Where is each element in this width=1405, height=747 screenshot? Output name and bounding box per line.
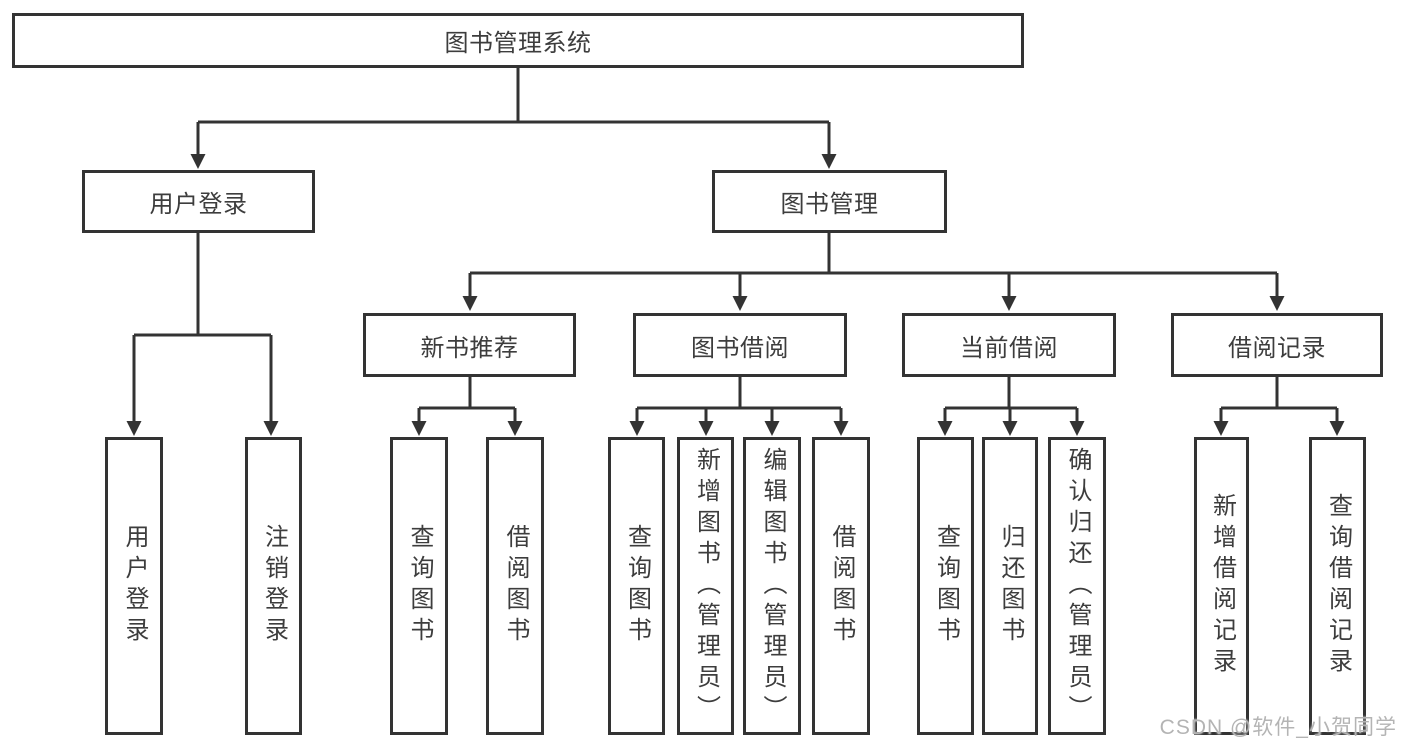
node-root: 图书管理系统 — [12, 13, 1024, 68]
leaf-query-book-borrow-label: 查询图书 — [623, 524, 651, 648]
leaf-borrow-book-label: 借阅图书 — [828, 524, 855, 648]
arrow-icon — [1069, 421, 1085, 436]
leaf-logout: 注销登录 — [245, 437, 302, 735]
node-book-borrow: 图书借阅 — [633, 313, 847, 377]
connector-new-book-rec — [417, 377, 517, 423]
node-borrow-record: 借阅记录 — [1171, 313, 1383, 377]
arrow-icon — [698, 421, 714, 436]
leaf-logout-label: 注销登录 — [260, 524, 288, 648]
arrow-icon — [462, 296, 478, 311]
node-user-login-label: 用户登录 — [149, 191, 248, 218]
arrow-icon — [833, 421, 849, 436]
leaf-query-borrow-record-label: 查询借阅记录 — [1324, 493, 1352, 679]
arrow-icon — [732, 296, 748, 311]
arrow-icon — [190, 154, 206, 169]
leaf-add-borrow-record: 新增借阅记录 — [1194, 437, 1249, 735]
leaf-add-book-admin-label: 新增图书（管理员） — [692, 446, 720, 726]
leaf-query-book-borrow: 查询图书 — [608, 437, 665, 735]
node-current-borrow: 当前借阅 — [902, 313, 1116, 377]
connector-book-mgmt — [468, 233, 1279, 298]
node-current-borrow-label: 当前借阅 — [960, 334, 1058, 362]
leaf-user-login: 用户登录 — [105, 437, 163, 735]
connector-borrow-record — [1219, 377, 1339, 423]
leaf-confirm-return-admin: 确认归还（管理员） — [1048, 437, 1106, 735]
leaf-return-book: 归还图书 — [982, 437, 1038, 735]
leaf-borrow-book-recommend: 借阅图书 — [486, 437, 544, 735]
leaf-user-login-label: 用户登录 — [121, 524, 148, 648]
arrow-icon — [1329, 421, 1345, 436]
arrow-icon — [1002, 421, 1018, 436]
leaf-query-book-current-label: 查询图书 — [932, 524, 960, 648]
arrowheads — [126, 154, 1345, 436]
leaf-borrow-book-recommend-label: 借阅图书 — [502, 524, 529, 648]
leaf-return-book-label: 归还图书 — [997, 524, 1024, 648]
leaf-edit-book-admin-label: 编辑图书（管理员） — [759, 446, 786, 726]
node-book-management-label: 图书管理 — [780, 191, 879, 218]
arrow-icon — [821, 154, 837, 169]
arrow-icon — [1001, 296, 1017, 311]
leaf-borrow-book: 借阅图书 — [812, 437, 870, 735]
connector-user-login — [132, 233, 273, 423]
arrow-icon — [507, 421, 523, 436]
leaf-edit-book-admin: 编辑图书（管理员） — [743, 437, 801, 735]
arrow-icon — [937, 421, 953, 436]
leaf-confirm-return-admin-label: 确认归还（管理员） — [1064, 446, 1091, 726]
node-book-borrow-label: 图书借阅 — [691, 334, 789, 362]
leaf-query-borrow-record: 查询借阅记录 — [1309, 437, 1366, 735]
arrow-icon — [263, 421, 279, 436]
leaf-query-book-current: 查询图书 — [917, 437, 974, 735]
node-new-book-recommend-label: 新书推荐 — [420, 334, 519, 362]
leaf-query-book-recommend: 查询图书 — [390, 437, 448, 735]
arrow-icon — [764, 421, 780, 436]
arrow-icon — [1269, 296, 1285, 311]
node-borrow-record-label: 借阅记录 — [1228, 334, 1326, 362]
arrow-icon — [1213, 421, 1229, 436]
connector-current-borrow — [943, 377, 1079, 423]
arrow-icon — [411, 421, 427, 436]
node-book-management: 图书管理 — [712, 170, 947, 233]
node-new-book-recommend: 新书推荐 — [363, 313, 576, 377]
arrow-icon — [126, 421, 142, 436]
connector-book-borrow — [635, 377, 843, 423]
leaf-query-book-recommend-label: 查询图书 — [406, 524, 433, 648]
arrow-icon — [629, 421, 645, 436]
csdn-watermark: CSDN @软件_小贺同学 — [1159, 716, 1397, 739]
node-user-login: 用户登录 — [82, 170, 315, 233]
leaf-add-borrow-record-label: 新增借阅记录 — [1208, 493, 1236, 679]
leaf-add-book-admin: 新增图书（管理员） — [677, 437, 734, 735]
connector-root — [196, 68, 831, 156]
node-root-label: 图书管理系统 — [444, 30, 592, 57]
